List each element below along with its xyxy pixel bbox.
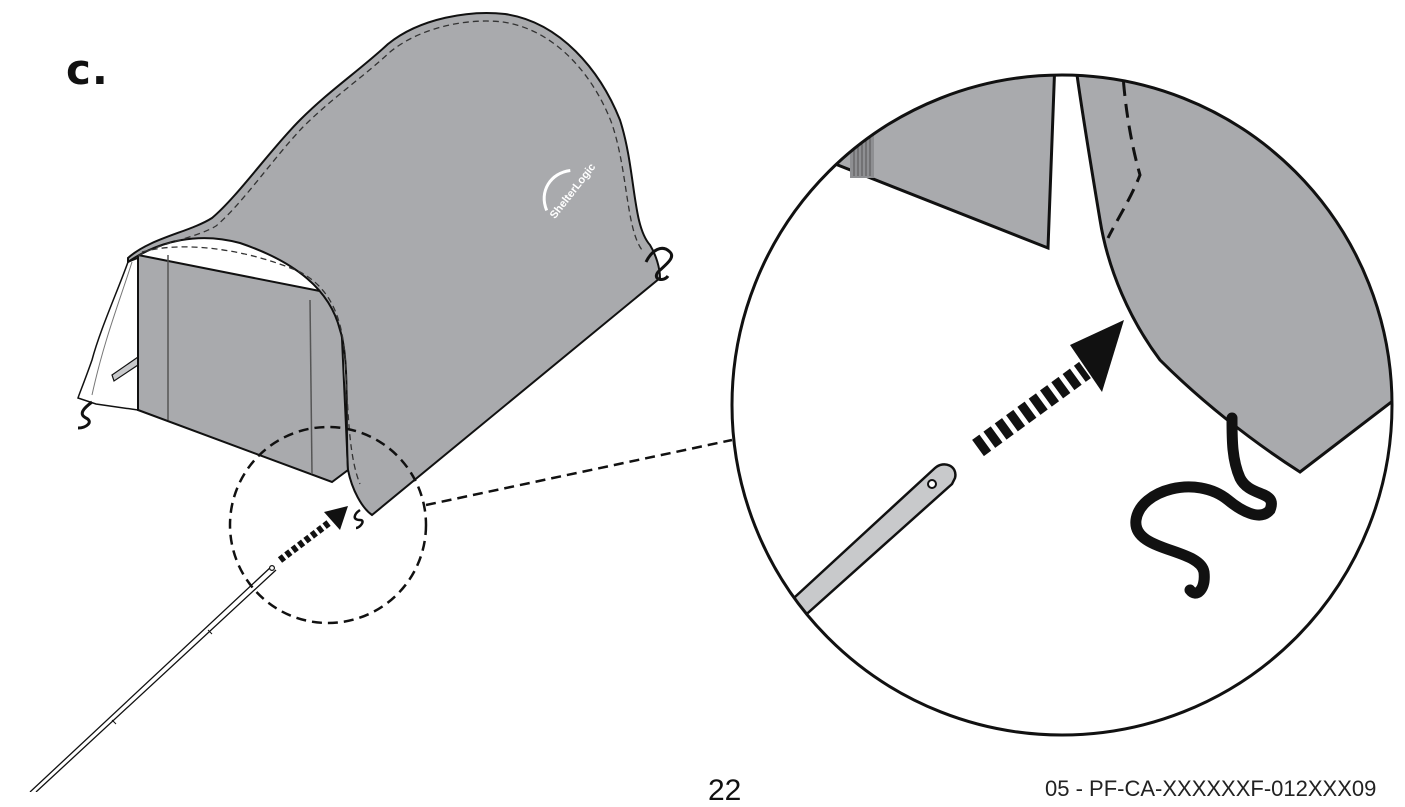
zoom-seam-stitches [850,75,874,178]
zoomed-detail-view [732,75,1392,735]
shelter-illustration: ShelterLogic [77,12,673,530]
pole-pin-hole [927,479,937,489]
callout-leader-line [425,438,733,507]
logo-swoosh-icon [542,168,571,212]
shelter-cover [127,12,662,517]
bungee-cord-icon [1130,412,1277,599]
dashed-arrow-icon [277,506,348,563]
zoom-circle-border [730,73,1394,737]
zoom-cover-seam-dashed [1106,75,1142,239]
step-label: c. [66,45,109,94]
shelter-side-wall [137,253,350,484]
cover-front-seam-dashed [141,246,361,485]
page-number: 22 [708,774,742,807]
document-code: 05 - PF-CA-XXXXXXF-012XXX09 [1045,776,1377,801]
side-wall-seam [309,299,313,475]
bungee-cord-icon [644,246,673,281]
detail-callout-circle [228,425,428,625]
bungee-cord-icon [353,508,364,530]
dashed-arrow-icon [972,320,1124,457]
end-panel-seam [91,261,133,396]
zoom-pole [766,463,957,622]
bungee-cord-icon [77,400,93,430]
ground-pole [29,564,277,792]
cover-seam-dashed [137,20,643,257]
